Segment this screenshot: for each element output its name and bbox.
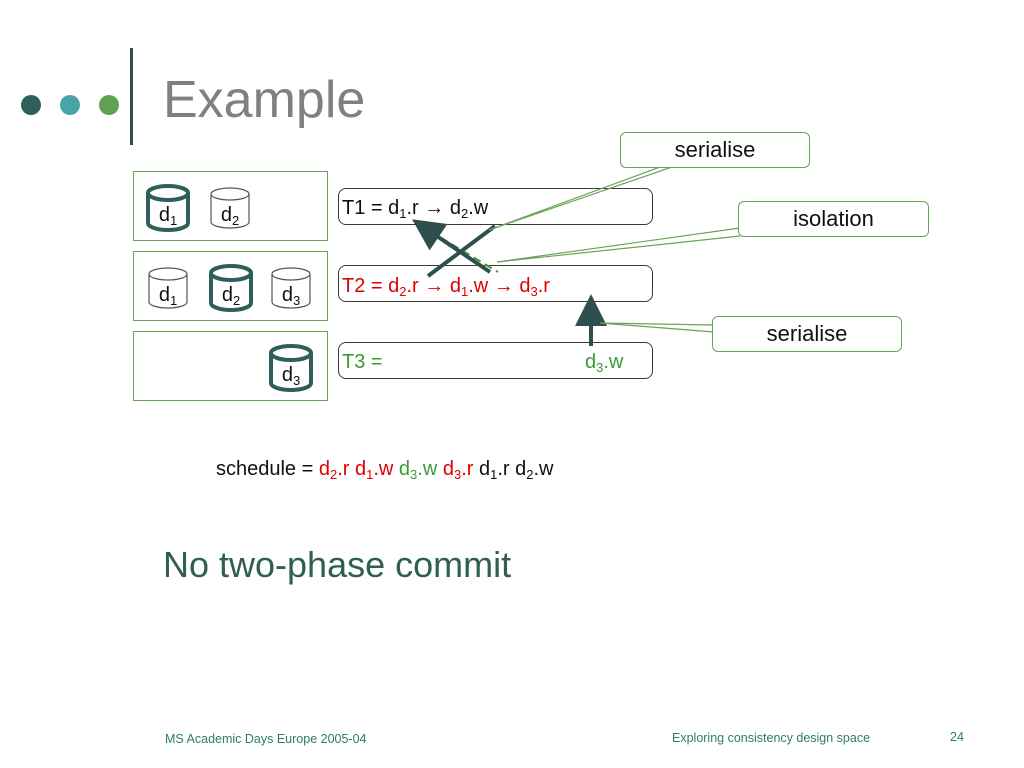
database-icon bbox=[209, 264, 253, 312]
database-icon bbox=[269, 344, 313, 392]
schedule-item: d1.w bbox=[355, 458, 394, 482]
t3-op: d3.w bbox=[585, 351, 624, 375]
callout-serialise-bottom: serialise bbox=[712, 316, 902, 352]
database-icon bbox=[210, 187, 250, 229]
bullet-dot-3 bbox=[99, 95, 119, 115]
db-cylinder-d3-row3: d3 bbox=[268, 344, 314, 392]
db-cylinder-d3-row2: d3 bbox=[270, 266, 312, 310]
database-icon bbox=[271, 267, 311, 309]
schedule-label: schedule = bbox=[216, 458, 319, 480]
title-divider bbox=[130, 48, 133, 145]
schedule-item: d1.r bbox=[478, 458, 510, 482]
callout-pointer-isolation bbox=[496, 227, 741, 263]
db-cylinder-d2-row2: d2 bbox=[208, 264, 254, 312]
transaction-t3: T3 = d3.w bbox=[338, 342, 653, 379]
callout-pointer-serialise-top bbox=[488, 166, 673, 231]
callout-serialise-top: serialise bbox=[620, 132, 810, 168]
schedule-item: d3.w bbox=[398, 458, 438, 482]
footer-center: Exploring consistency design space bbox=[672, 731, 871, 745]
db-label: d3 bbox=[281, 364, 301, 388]
bullet-dot-1 bbox=[21, 95, 41, 115]
subtitle: No two-phase commit bbox=[163, 544, 512, 585]
callout-pointer-serialise-bottom bbox=[599, 322, 715, 333]
db-label: d2 bbox=[220, 204, 240, 228]
callout-isolation: isolation bbox=[738, 201, 929, 237]
db-cylinder-d1-row1: d1 bbox=[145, 184, 191, 232]
transaction-t1: T1 = d1.r → d2.w bbox=[338, 188, 653, 225]
slide-title: Example bbox=[163, 71, 366, 129]
db-label: d3 bbox=[281, 284, 301, 308]
footer-left: MS Academic Days Europe 2005-04 bbox=[165, 732, 367, 746]
db-cylinder-d2-row1: d2 bbox=[209, 186, 251, 230]
db-label: d1 bbox=[158, 204, 178, 228]
footer-page-number: 24 bbox=[950, 730, 964, 744]
bullet-dot-2 bbox=[60, 95, 80, 115]
t1-text: T1 = d1.r → d2.w bbox=[342, 197, 489, 221]
t2-text: T2 = d2.r → d1.w → d3.r bbox=[342, 275, 550, 299]
schedule-item: d2.w bbox=[515, 458, 554, 482]
schedule-line: schedule = d2.r d1.w d3.w d3.r d1.r d2.w bbox=[216, 458, 553, 481]
db-cylinder-d1-row2: d1 bbox=[147, 266, 189, 310]
schedule-items: d2.r d1.w d3.w d3.r d1.r d2.w bbox=[318, 458, 554, 482]
database-icon bbox=[148, 267, 188, 309]
db-label: d2 bbox=[221, 284, 241, 308]
schedule-item: d3.r bbox=[442, 458, 474, 482]
t3-label: T3 = bbox=[342, 351, 383, 373]
database-icon bbox=[146, 184, 190, 232]
dependency-arrow-up-left bbox=[412, 219, 492, 274]
schedule-item: d2.r bbox=[318, 458, 350, 482]
db-label: d1 bbox=[158, 284, 178, 308]
